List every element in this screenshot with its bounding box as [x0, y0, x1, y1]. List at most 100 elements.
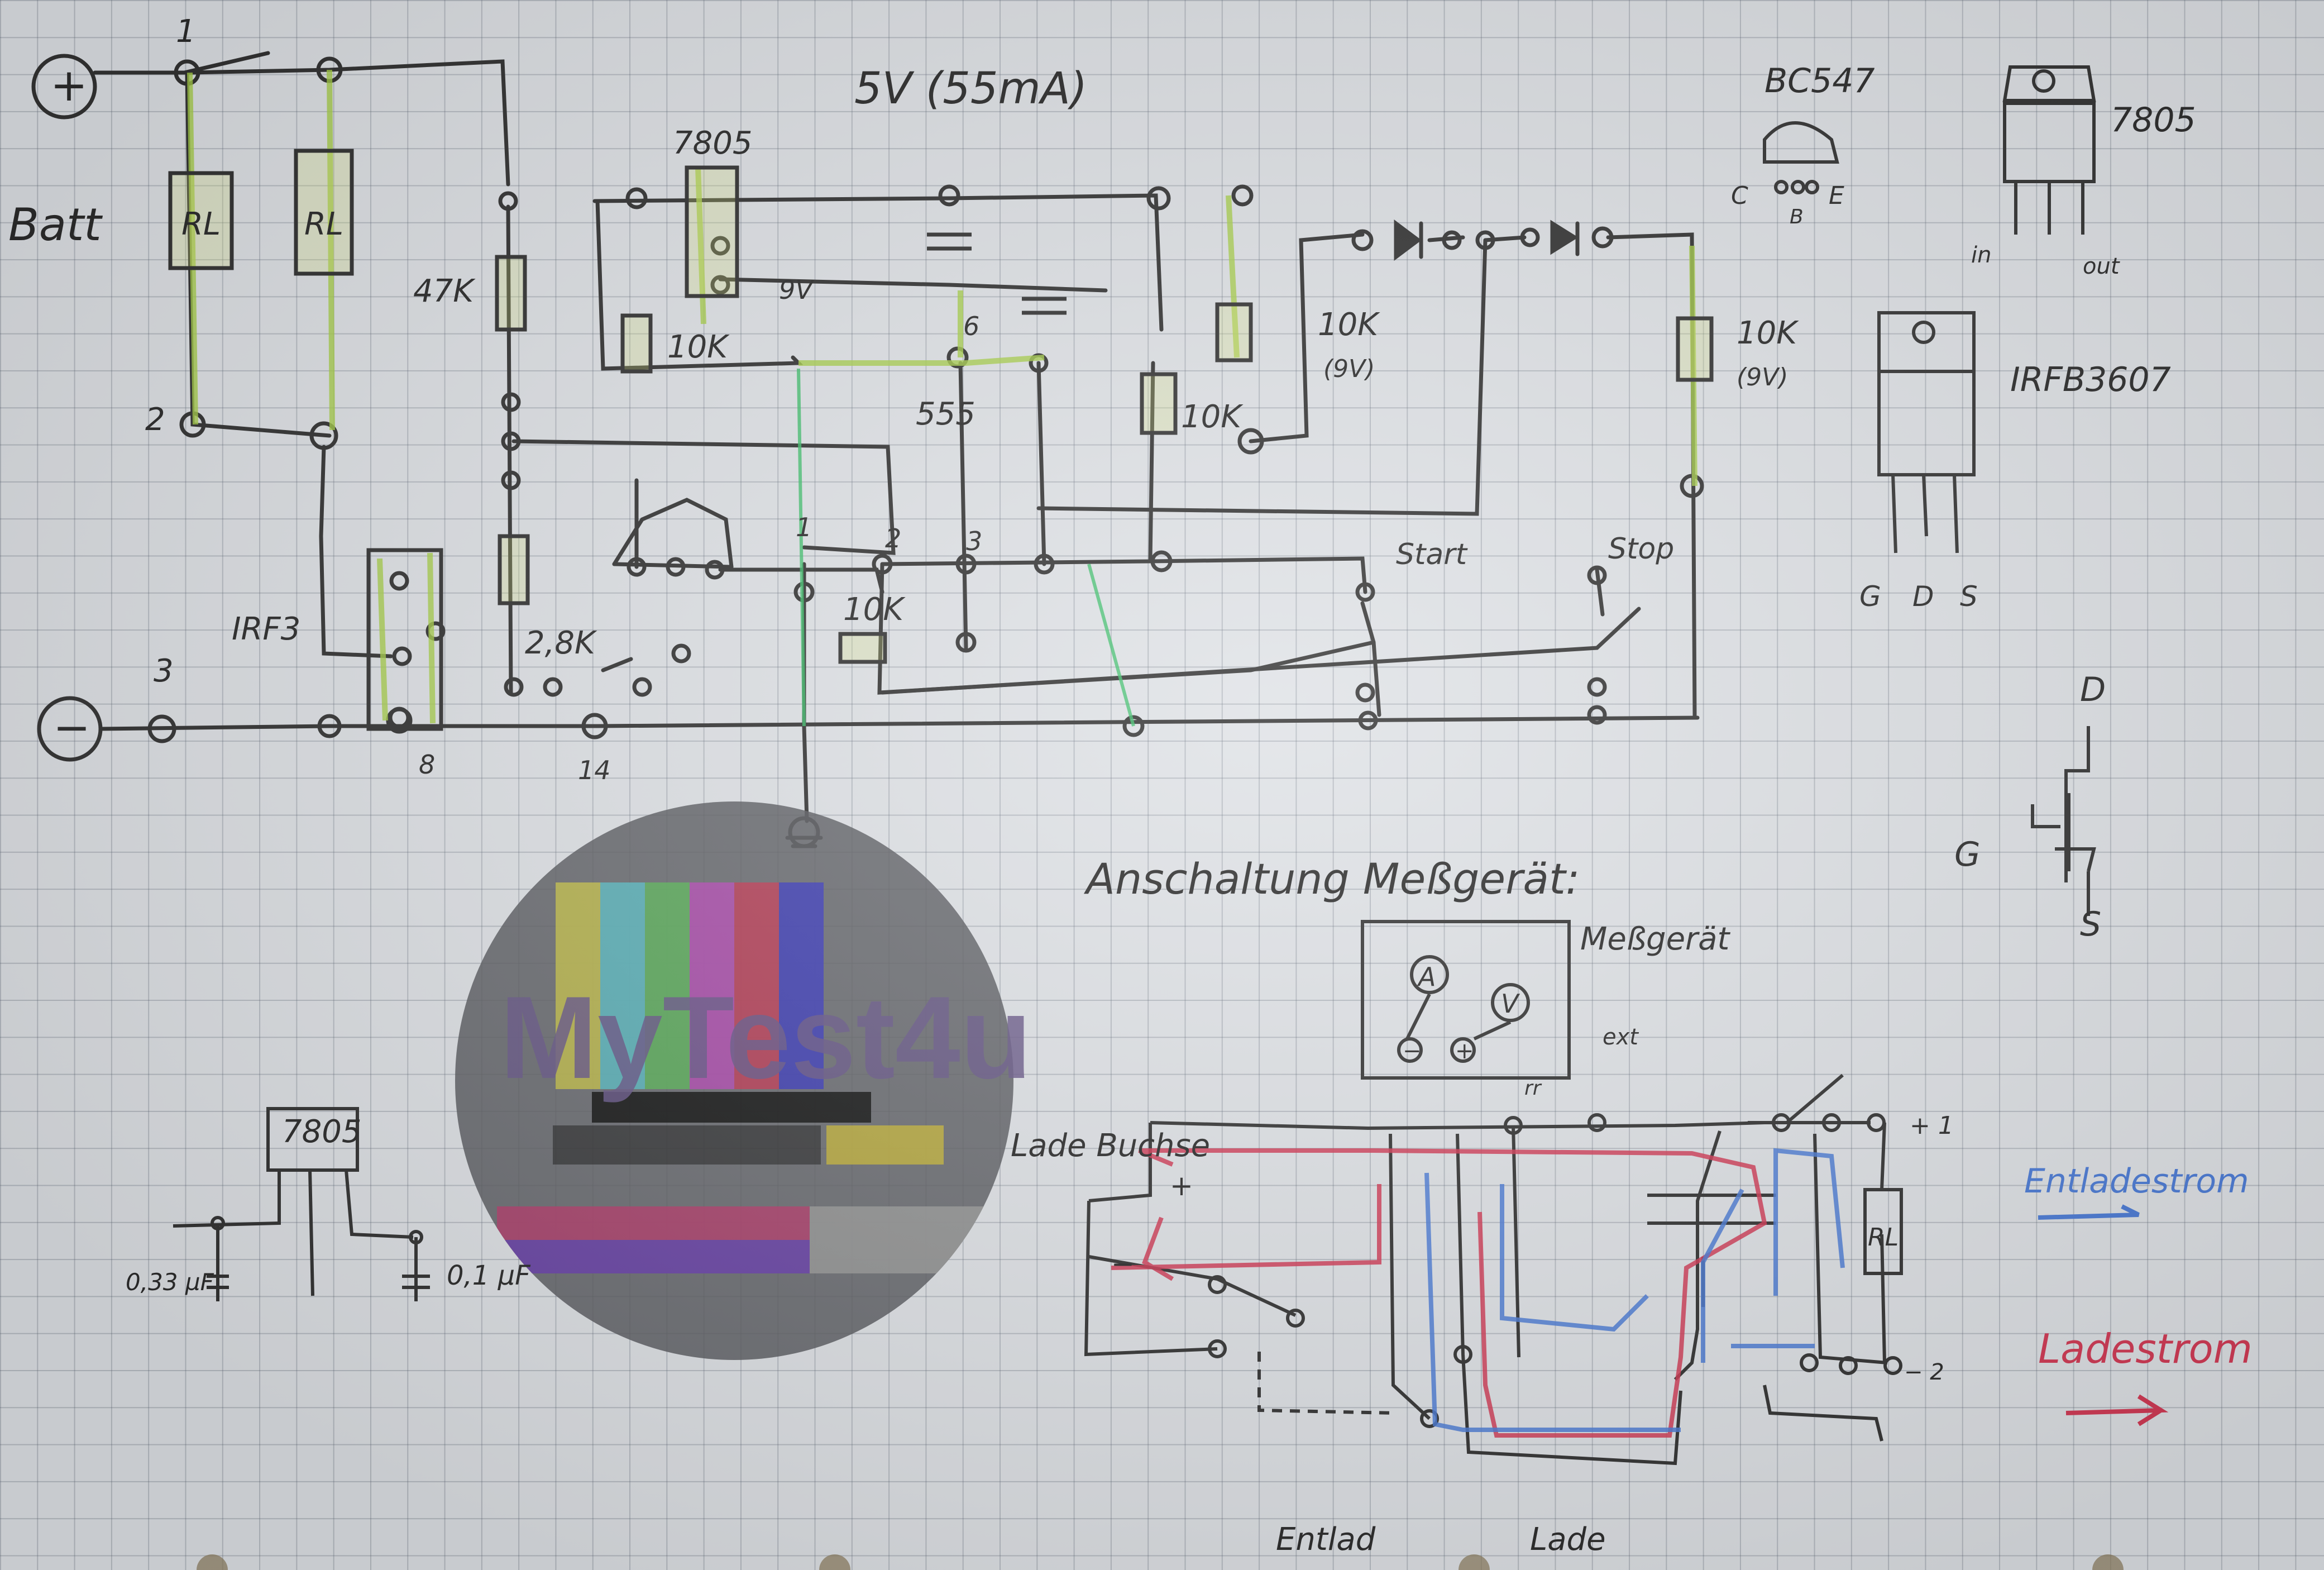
resistor-10k-b: [838, 632, 887, 664]
bc547-pin-c: C: [1731, 182, 1748, 210]
charge-current-path: [1111, 1148, 1767, 1438]
irfb-pin-g: G: [1859, 580, 1881, 613]
switch-start-label: Start: [1396, 538, 1468, 571]
logo-bar: [779, 882, 824, 1089]
switch-stop-label: Stop: [1608, 532, 1674, 566]
logo-text: MyTest4u: [500, 972, 1032, 1103]
pin-14-label: 14: [578, 755, 611, 785]
r10k-d-label: 10K: [1318, 307, 1380, 343]
resistor-10k-c: [1140, 372, 1178, 435]
meter-plus-label: +: [1455, 1038, 1474, 1064]
mosfet-label: IRF3: [232, 611, 300, 647]
resistor-10k-e: [1676, 316, 1714, 382]
battery-label: Batt: [8, 199, 103, 251]
part-sketch-labels: BC547 C B E 7805 in out IRFB3607 G D S D…: [1731, 61, 2196, 944]
mytest4u-logo: MyTest4u: [455, 801, 1032, 1360]
resistor-rl1: [168, 171, 234, 270]
logo-bar: [690, 882, 734, 1089]
meter-section-title: Anschaltung Meßgerät:: [1083, 854, 1580, 904]
irfb-body: [1877, 311, 1976, 476]
r10k-a-label: 10K: [667, 329, 730, 365]
node-plus-1-label: + 1: [1910, 1111, 1954, 1140]
bc547-label: BC547: [1764, 61, 1875, 101]
resistor-10k-a: [620, 313, 653, 374]
meter-rl-label: RL: [1868, 1223, 1899, 1252]
logo-bar: [645, 882, 690, 1089]
legend-arrows: [2038, 1204, 2169, 1426]
binder-holes: [197, 1554, 2124, 1570]
buchse-minus-label: −: [1111, 1248, 1135, 1280]
logo-bar: [734, 882, 779, 1089]
meter-box: [1361, 920, 1571, 1080]
mosfet-symbol: [2031, 726, 2090, 916]
pin-2-label: 2: [885, 523, 901, 553]
node-minus-2-label: − 2: [1904, 1359, 1944, 1385]
battery-plus-terminal: [31, 54, 97, 120]
resistors: [168, 149, 1714, 664]
pin-8-label: 8: [419, 750, 435, 780]
reg-circuit-name: 7805: [282, 1114, 362, 1150]
logo-bar: [600, 882, 645, 1089]
buchse-plus-label: +: [1170, 1170, 1193, 1202]
resistor-47k: [495, 255, 527, 332]
main-circuit: [31, 51, 1704, 848]
r47k-label: 47K: [413, 273, 476, 309]
battery-plus-label: +: [50, 59, 88, 111]
meter-rr-label: rr: [1524, 1077, 1542, 1100]
ammeter-label: A: [1417, 962, 1436, 992]
node-2-label: 2: [145, 402, 165, 438]
meter-minus-label: −: [1403, 1038, 1422, 1064]
pin-6-label: 6: [963, 311, 979, 341]
bc547-pin-e: E: [1829, 182, 1844, 210]
resistor-10k-d: [1215, 302, 1253, 362]
r28k-label: 2,8K: [525, 625, 597, 661]
r10k-d-note: (9V): [1323, 355, 1375, 383]
lade-buchse-label: Lade Buchse: [1011, 1128, 1210, 1164]
voltmeter-label: V: [1501, 989, 1520, 1019]
circuit-labels: 5V (55mA) + − Batt 1 2 3 RL RL 47K 10K 1…: [8, 13, 1799, 785]
timer-label: 555: [916, 396, 975, 432]
entlade-bottom-label: Entlad: [1276, 1521, 1376, 1558]
discharge-current-path: [1424, 1148, 1845, 1432]
reg-circuit-labels: 7805 0,33 µF 0,1 µF: [126, 1114, 531, 1296]
voltmeter: [1491, 983, 1530, 1022]
meter-ext-label: ext: [1603, 1024, 1639, 1050]
regulator-7805-body: [685, 165, 739, 298]
resistor-rl2: [294, 149, 354, 276]
green-highlights: [187, 69, 1697, 727]
part-sketches: [1763, 65, 2096, 916]
bc547-pin-b: B: [1790, 206, 1804, 228]
regulator-label: 7805: [673, 125, 753, 161]
mos-g-label: G: [1954, 835, 1981, 874]
legend-discharge-label: Entladestrom: [2024, 1162, 2249, 1201]
reg-circuit: [173, 1107, 430, 1301]
r10k-e-label: 10K: [1737, 315, 1799, 351]
legend-charge-label: Ladestrom: [2038, 1325, 2253, 1372]
mos-s-label: S: [2080, 905, 2101, 944]
mos-d-label: D: [2080, 670, 2106, 709]
r10k-c-label: 10K: [1181, 399, 1244, 435]
battery-minus-label: −: [53, 702, 90, 753]
meter-rl-resistor: [1863, 1188, 1903, 1275]
irfb-pin-s: S: [1960, 580, 1978, 613]
pin-1-label: 1: [796, 512, 812, 542]
node-3-label: 3: [154, 653, 174, 689]
capacitors: [927, 232, 1067, 315]
reg-circuit-c2: 0,1 µF: [447, 1260, 531, 1291]
reg7805-pin-out: out: [2083, 254, 2120, 279]
reg-circuit-c1: 0,33 µF: [126, 1268, 214, 1296]
ammeter: [1410, 955, 1449, 994]
bc547-body: [1763, 121, 1839, 164]
meter-connection: [1084, 920, 1903, 1466]
pin-9v-label: 9V: [779, 275, 815, 305]
r10k-b-label: 10K: [843, 591, 906, 628]
resistor-28k: [498, 534, 530, 605]
logo-color-bars: [556, 882, 824, 1089]
logo-bar: [556, 882, 600, 1089]
meter-label: Meßgerät: [1580, 921, 1730, 957]
rl1-label: RL: [181, 206, 221, 242]
pin-3-label: 3: [966, 526, 982, 556]
node-1-label: 1: [176, 13, 196, 50]
